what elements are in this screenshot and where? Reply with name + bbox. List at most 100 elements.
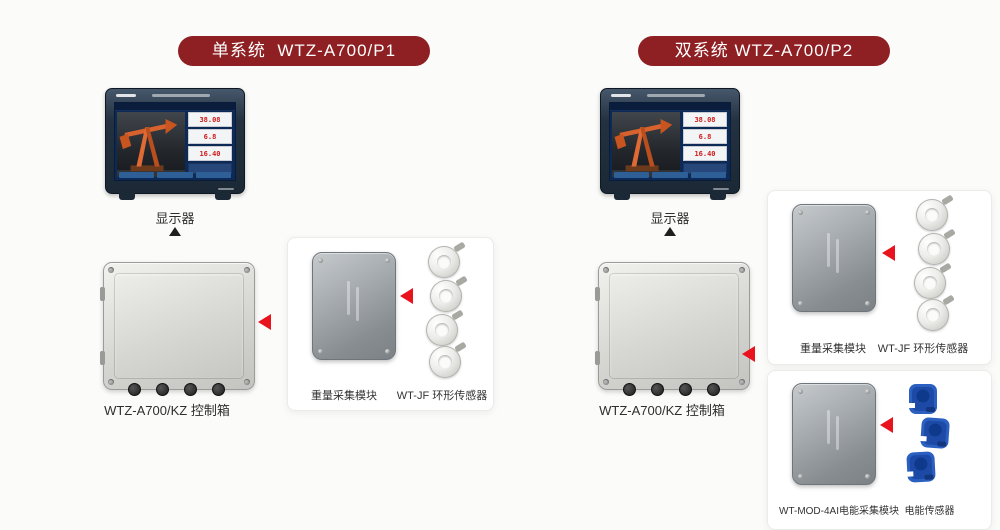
weight-acquisition-module bbox=[312, 252, 396, 360]
monitor-label: 显示器 bbox=[155, 211, 195, 226]
monitor-brand-mark bbox=[116, 94, 136, 97]
monitor-bottom-mark bbox=[218, 188, 234, 190]
hinge-icon bbox=[595, 351, 600, 365]
screw-icon bbox=[798, 474, 803, 479]
sensor-connector-icon bbox=[941, 194, 954, 206]
clamp-current-sensor-icon bbox=[904, 451, 936, 483]
left-monitor: 38.08 6.8 16.40 bbox=[105, 88, 245, 200]
control-box-label: WTZ-A700/KZ 控制箱 bbox=[104, 403, 230, 418]
screw-icon bbox=[108, 267, 114, 273]
red-arrow-icon bbox=[742, 346, 755, 362]
clamp-current-sensor-icon bbox=[906, 384, 937, 414]
right-system-title-badge: 双系统 WTZ-A700/P2 bbox=[638, 36, 890, 66]
red-arrow-icon bbox=[880, 417, 893, 433]
screen-button bbox=[195, 172, 231, 178]
monitor-foot bbox=[215, 193, 231, 200]
cable-gland-icon bbox=[651, 383, 664, 396]
control-box-label: WTZ-A700/KZ 控制箱 bbox=[599, 403, 725, 418]
up-arrow-icon bbox=[169, 227, 181, 236]
screw-icon bbox=[865, 301, 870, 306]
right-monitor: 38.08 6.8 16.40 bbox=[600, 88, 740, 200]
screw-icon bbox=[244, 267, 250, 273]
cable-gland-icon bbox=[212, 383, 225, 396]
screen-value: 6.8 bbox=[698, 132, 712, 141]
screw-icon bbox=[603, 379, 609, 385]
screw-icon bbox=[798, 301, 803, 306]
module-label: 重量采集模块 bbox=[800, 343, 866, 355]
ring-sensor-icon bbox=[430, 275, 468, 312]
screen-button-row bbox=[119, 172, 231, 178]
power-acquisition-module bbox=[792, 383, 876, 485]
monitor-frame: 38.08 6.8 16.40 bbox=[600, 88, 740, 194]
screen-header-bar bbox=[115, 103, 235, 111]
screen-button bbox=[690, 172, 726, 178]
ring-sensor-icon bbox=[428, 241, 466, 278]
left-control-box bbox=[100, 262, 255, 396]
screen-button bbox=[157, 172, 193, 178]
monitor-bottom-mark bbox=[713, 188, 729, 190]
screw-icon bbox=[318, 349, 323, 354]
red-arrow-icon bbox=[400, 288, 413, 304]
module-etching bbox=[827, 410, 830, 444]
module-etching bbox=[836, 239, 839, 273]
monitor-brand-mark bbox=[611, 94, 631, 97]
module-etching bbox=[827, 233, 830, 267]
screen-value: 16.40 bbox=[199, 149, 221, 158]
sensor-connector-icon bbox=[939, 262, 952, 274]
pumpjack-photo bbox=[117, 112, 185, 177]
monitor-screen: 38.08 6.8 16.40 bbox=[609, 102, 731, 181]
weight-sensor-panel: 重量采集模块 WT-JF 环形传感器 bbox=[287, 237, 494, 411]
monitor-foot bbox=[119, 193, 135, 200]
monitor-title-mark bbox=[152, 94, 210, 97]
ring-sensor-icon bbox=[429, 341, 467, 378]
value-card: 16.40 bbox=[188, 146, 232, 161]
monitor-foot bbox=[710, 193, 726, 200]
screen-value: 38.08 bbox=[199, 115, 221, 124]
module-etching bbox=[836, 416, 839, 450]
cable-gland-icon bbox=[156, 383, 169, 396]
ring-sensor-icon bbox=[916, 194, 954, 231]
screen-value: 16.40 bbox=[694, 149, 716, 158]
screen-value: 6.8 bbox=[203, 132, 217, 141]
red-arrow-icon bbox=[882, 245, 895, 261]
screw-icon bbox=[603, 267, 609, 273]
screen-value: 38.08 bbox=[694, 115, 716, 124]
right-control-box bbox=[595, 262, 750, 396]
screen-button bbox=[119, 172, 155, 178]
up-arrow-icon bbox=[664, 227, 676, 236]
screw-icon bbox=[865, 389, 870, 394]
screw-icon bbox=[865, 210, 870, 215]
cable-gland-icon bbox=[128, 383, 141, 396]
ring-sensor-icon bbox=[918, 228, 956, 265]
sensor-connector-icon bbox=[454, 341, 467, 353]
module-label: WT-MOD-4AI电能采集模块 bbox=[779, 506, 899, 517]
sensor-label: 电能传感器 bbox=[904, 506, 955, 517]
sensor-connector-icon bbox=[453, 241, 466, 253]
ring-sensor-icon bbox=[426, 309, 464, 346]
hinge-icon bbox=[100, 287, 105, 301]
monitor-label: 显示器 bbox=[650, 211, 690, 226]
screw-icon bbox=[385, 258, 390, 263]
sensor-connector-icon bbox=[455, 275, 468, 287]
hinge-icon bbox=[100, 351, 105, 365]
screw-icon bbox=[108, 379, 114, 385]
cable-gland-icon bbox=[679, 383, 692, 396]
clamp-current-sensor-icon bbox=[917, 417, 950, 449]
ring-sensor-icon bbox=[914, 262, 952, 299]
sensor-connector-icon bbox=[942, 294, 955, 306]
weight-acquisition-module bbox=[792, 204, 876, 312]
cable-gland-icon bbox=[707, 383, 720, 396]
sensor-label: WT-JF 环形传感器 bbox=[877, 343, 969, 355]
weight-sensor-panel: 重量采集模块 WT-JF 环形传感器 bbox=[767, 190, 992, 365]
screen-value-cards: 38.08 6.8 16.40 bbox=[188, 112, 232, 174]
left-system-title-badge: 单系统 WTZ-A700/P1 bbox=[178, 36, 430, 66]
screen-value-cards: 38.08 6.8 16.40 bbox=[683, 112, 727, 174]
sensor-label: WT-JF 环形传感器 bbox=[396, 390, 488, 402]
power-sensor-panel: WT-MOD-4AI电能采集模块 电能传感器 bbox=[767, 370, 992, 530]
pumpjack-icon bbox=[117, 118, 185, 177]
screw-icon bbox=[798, 210, 803, 215]
ring-sensor-icon bbox=[917, 294, 955, 331]
screw-icon bbox=[798, 389, 803, 394]
value-card: 6.8 bbox=[188, 129, 232, 144]
